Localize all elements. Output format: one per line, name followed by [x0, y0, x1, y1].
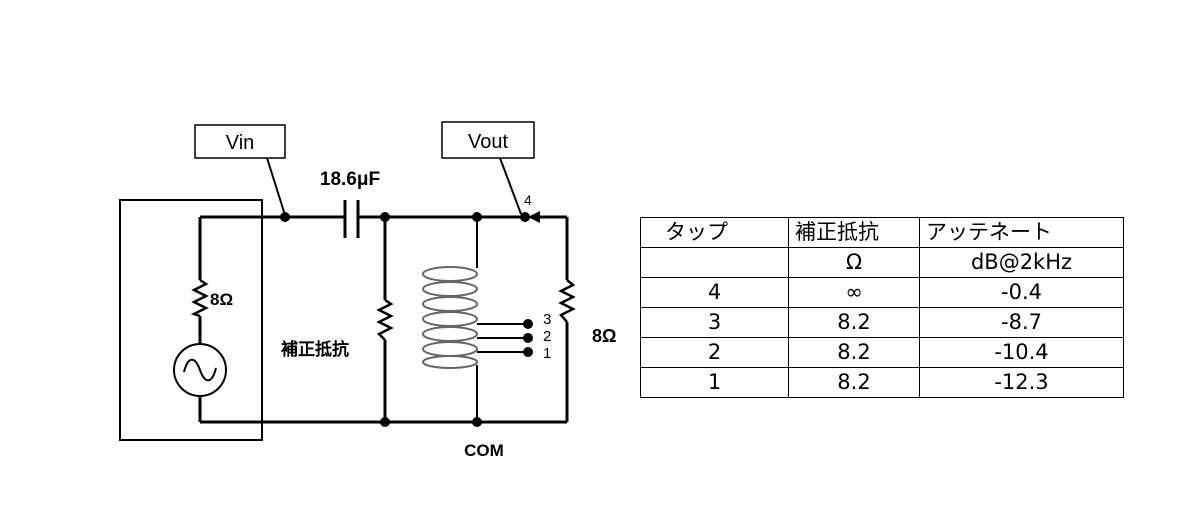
vin-callout-box — [194, 124, 286, 159]
source-resistor-label: 8Ω — [210, 290, 233, 309]
source-box — [119, 199, 263, 441]
load-resistor-label: 8Ω — [592, 326, 616, 346]
com-label: COM — [464, 441, 504, 460]
tap2-label: 2 — [543, 328, 551, 345]
table-row: 2 8.2 -10.4 — [640, 337, 1124, 368]
tap1-label: 1 — [543, 345, 551, 362]
tap-attenuation-table: タップ 補正抵抗 アッテネート Ω dB@2kHz 4 ∞ -0.4 3 8.2… — [640, 217, 1124, 398]
table-cell: 8.2 — [788, 367, 920, 398]
table-cell: -12.3 — [919, 367, 1124, 398]
tap4-label: 4 — [524, 192, 532, 208]
callout-leaders — [266, 157, 522, 216]
table-cell: -10.4 — [919, 337, 1124, 368]
table-cell: 2 — [640, 337, 789, 368]
correction-resistor — [376, 298, 394, 341]
ac-source-icon — [173, 343, 227, 397]
capacitor — [343, 200, 360, 238]
coil-leads — [476, 217, 528, 422]
table-row: 4 ∞ -0.4 — [640, 277, 1124, 308]
tap3-label: 3 — [543, 311, 551, 328]
load-resistor — [558, 279, 576, 323]
correction-resistor-label: 補正抵抗 — [280, 339, 349, 360]
table-header-row: タップ 補正抵抗 アッテネート — [640, 217, 1124, 248]
tap4-arrow-icon — [528, 211, 540, 223]
table-units-row: Ω dB@2kHz — [640, 247, 1124, 278]
vout-callout-box — [441, 121, 535, 159]
junction-dots — [280, 212, 533, 427]
table-row: 3 8.2 -8.7 — [640, 307, 1124, 338]
table-cell: 8.2 — [788, 307, 920, 338]
table-cell: 3 — [640, 307, 789, 338]
vout-label: Vout — [468, 131, 508, 153]
table-cell: -8.7 — [919, 307, 1124, 338]
header-attenuate: アッテネート — [919, 217, 1124, 248]
transformer-coil — [422, 266, 478, 369]
vin-label: Vin — [226, 132, 255, 154]
table-row: 1 8.2 -12.3 — [640, 367, 1124, 398]
unit-cell — [640, 247, 789, 278]
table-cell: 8.2 — [788, 337, 920, 368]
table-cell: 1 — [640, 367, 789, 398]
header-tap: タップ — [640, 217, 789, 248]
table-cell: ∞ — [788, 277, 920, 308]
unit-cell: Ω — [788, 247, 920, 278]
table-cell: -0.4 — [919, 277, 1124, 308]
source-resistor — [190, 278, 209, 318]
capacitor-label: 18.6μF — [320, 169, 380, 190]
table-cell: 4 — [640, 277, 789, 308]
header-correction-resistor: 補正抵抗 — [788, 217, 920, 248]
unit-cell: dB@2kHz — [919, 247, 1124, 278]
